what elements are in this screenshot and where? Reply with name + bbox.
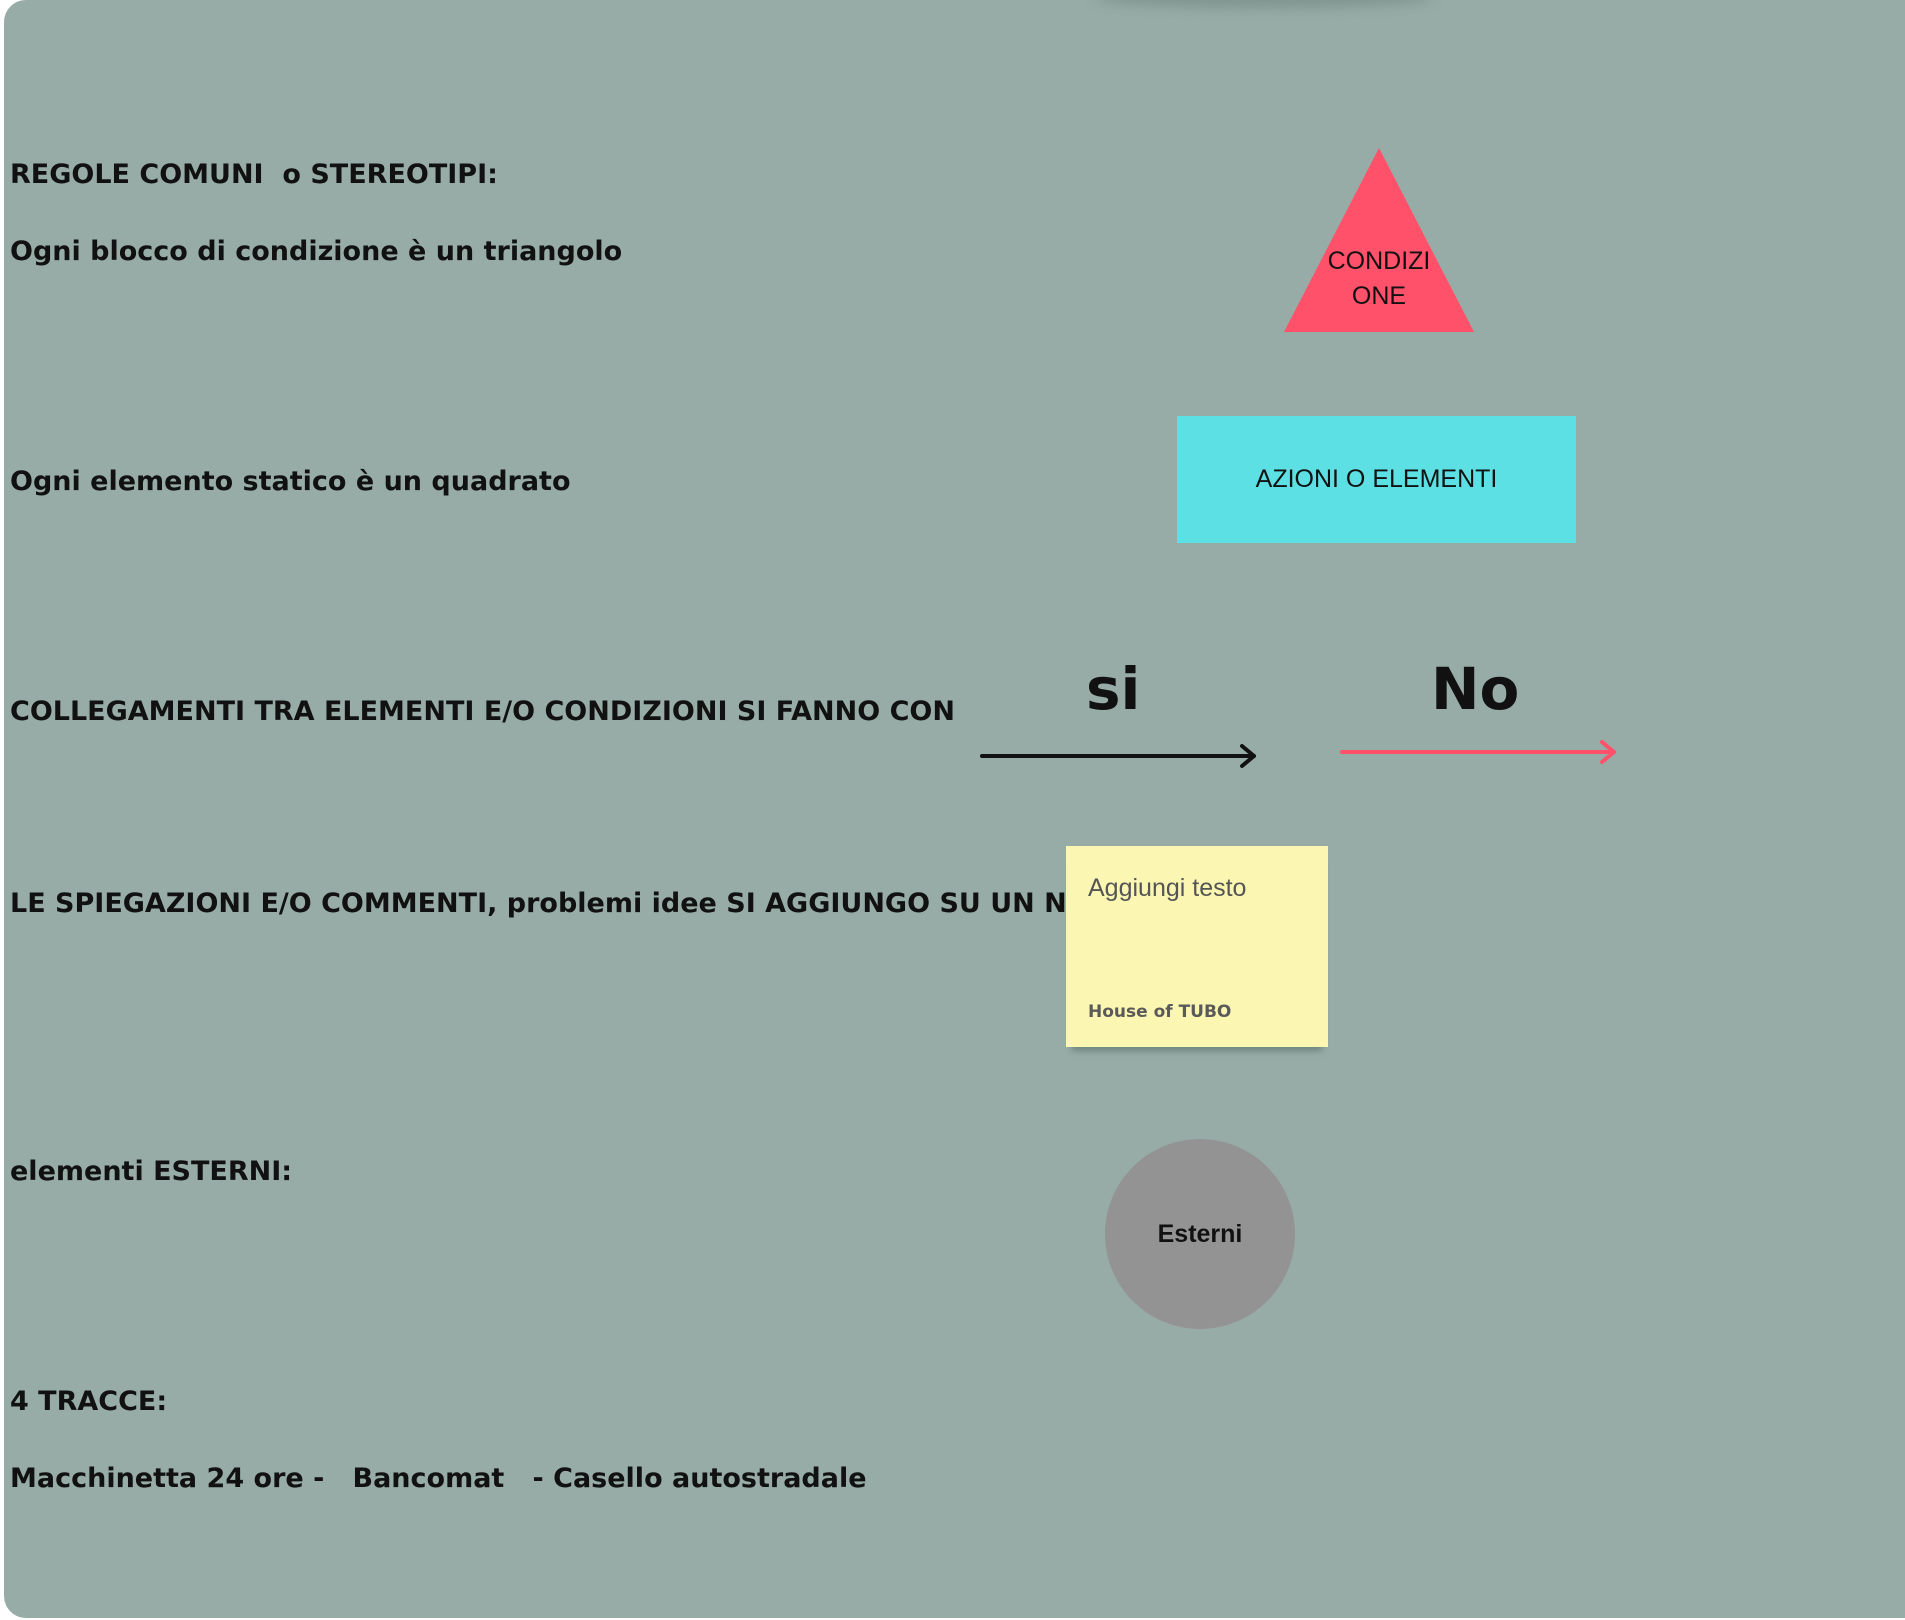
tracks-list-text[interactable]: Macchinetta 24 ore - Bancomat - Casello … [10,1463,867,1494]
rectangle-label: AZIONI O ELEMENTI [1255,465,1498,493]
whiteboard-canvas[interactable]: REGOLE COMUNI o STEREOTIPI: Ogni blocco … [4,0,1905,1618]
note-author-label: House of TUBO [1088,1002,1232,1022]
tracks-heading[interactable]: 4 TRACCE: [10,1386,168,1417]
external-elements-rule-text[interactable]: elementi ESTERNI: [10,1156,293,1187]
sticky-note[interactable]: Aggiungi testo House of TUBO [1066,846,1328,1047]
note-text-placeholder[interactable]: Aggiungi testo [1088,874,1247,902]
canvas-edge-shadow [1094,0,1434,8]
condition-rule-text[interactable]: Ogni blocco di condizione è un triangolo [10,236,623,267]
circle-label: Esterni [1157,1219,1243,1248]
yes-arrow-connector[interactable] [980,740,1260,770]
no-label[interactable]: No [1431,655,1520,723]
triangle-graphic [1284,148,1474,332]
static-element-rule-text[interactable]: Ogni elemento statico è un quadrato [10,466,571,497]
triangle-label: CONDIZI ONE [1327,247,1431,310]
no-arrow-connector[interactable] [1340,736,1620,766]
links-rule-text[interactable]: COLLEGAMENTI TRA ELEMENTI E/O CONDIZIONI… [10,696,955,727]
triangle-fill [1284,148,1474,332]
external-circle-shape[interactable]: Esterni [1105,1139,1295,1329]
yes-label[interactable]: si [1086,655,1141,723]
action-rectangle-shape[interactable]: AZIONI O ELEMENTI [1177,416,1576,543]
rules-heading[interactable]: REGOLE COMUNI o STEREOTIPI: [10,159,498,190]
condition-triangle-shape[interactable]: CONDIZI ONE [1284,148,1474,332]
notes-rule-text[interactable]: LE SPIEGAZIONI E/O COMMENTI, problemi id… [10,888,1127,919]
